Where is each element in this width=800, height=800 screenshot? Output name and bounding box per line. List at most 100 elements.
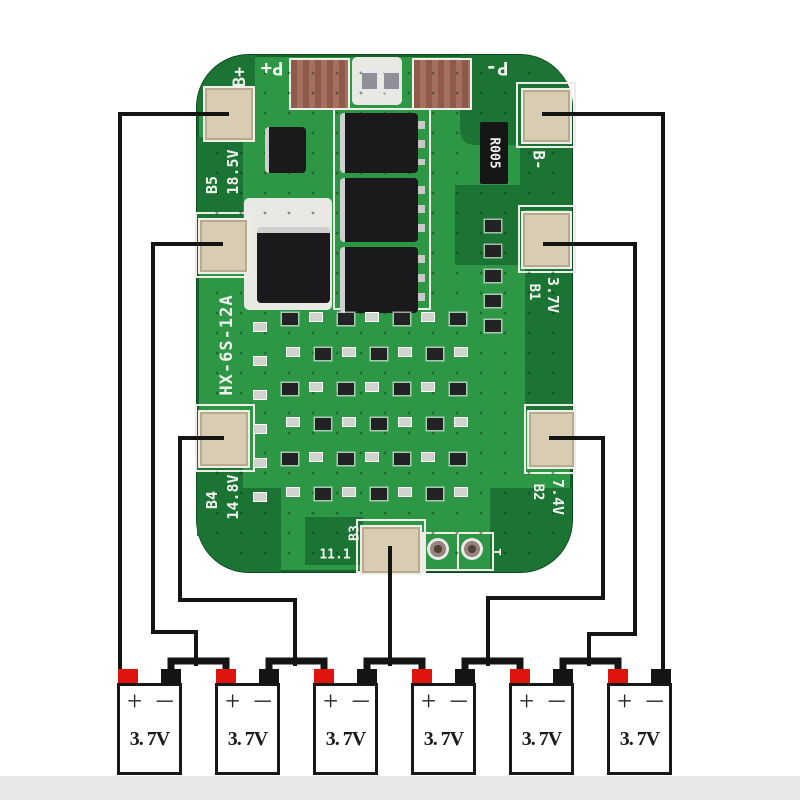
pad-b-plus	[205, 88, 253, 140]
b5-voltage-label: 18.5V	[224, 149, 242, 195]
smd-chip	[310, 453, 322, 461]
bms-board: R005 B+ P+ P- B5 18.5V B4 14.8V HX-6S-12…	[195, 55, 576, 573]
smd-chip	[485, 270, 501, 282]
battery-voltage-label: 3. 7V	[325, 728, 366, 750]
battery4-negative-terminal	[455, 669, 475, 683]
smd-chip	[338, 453, 354, 465]
transistor	[265, 127, 306, 173]
smd-chip	[338, 383, 354, 395]
pad-b3	[362, 527, 420, 573]
battery-cell-6: +− 3. 7V	[607, 683, 672, 775]
battery-voltage-label: 3. 7V	[619, 728, 660, 750]
battery-minus-sign: −	[448, 686, 469, 716]
pad-b4	[200, 412, 248, 466]
smd-chip	[254, 357, 266, 365]
battery4-positive-terminal	[412, 669, 432, 683]
smd-chip	[450, 453, 466, 465]
battery-plus-sign: +	[225, 686, 241, 716]
smd-chip	[450, 313, 466, 325]
battery-voltage-label: 3. 7V	[521, 728, 562, 750]
smd-chip	[394, 383, 410, 395]
smd-chip	[485, 320, 501, 332]
battery-plus-sign: +	[519, 686, 535, 716]
smd-chip	[455, 488, 467, 496]
mosfet-leads	[418, 255, 425, 305]
board-model-label: HX-6S-12A	[217, 294, 237, 396]
b-minus-label: B-	[529, 150, 549, 170]
mosfet-leads	[418, 121, 425, 165]
battery-plus-sign: +	[127, 686, 143, 716]
smd-strip	[254, 323, 276, 523]
mosfet-leads	[418, 186, 425, 234]
battery2-positive-terminal	[216, 669, 236, 683]
smd-chip	[450, 383, 466, 395]
series-link-5	[559, 657, 622, 680]
battery-cell-3: +− 3. 7V	[313, 683, 378, 775]
battery6-positive-terminal	[608, 669, 628, 683]
smd-chip	[366, 313, 378, 321]
battery-voltage-label: 3. 7V	[227, 728, 268, 750]
pad-b-minus	[523, 90, 570, 142]
b1-label: B1	[526, 283, 542, 301]
smd-chip	[394, 453, 410, 465]
battery-cell-4: +− 3. 7V	[411, 683, 476, 775]
b2-label: B2	[530, 483, 546, 501]
smd-chip	[282, 383, 298, 395]
p-plus-label: P+	[260, 57, 284, 79]
battery5-negative-terminal	[553, 669, 573, 683]
battery-voltage-label: 3. 7V	[423, 728, 464, 750]
smd-chip	[315, 418, 331, 430]
battery-plus-sign: +	[421, 686, 437, 716]
battery-minus-sign: −	[252, 686, 273, 716]
b3-voltage-label: 11.1	[319, 547, 351, 563]
battery-cell-1: +− 3. 7V	[117, 683, 182, 775]
battery2-negative-terminal	[259, 669, 279, 683]
battery-minus-sign: −	[644, 686, 665, 716]
p-minus-label: P-	[485, 57, 509, 79]
battery3-negative-terminal	[357, 669, 377, 683]
b2-voltage-label: 7.4V	[549, 478, 567, 516]
smd-strip	[485, 220, 507, 350]
smd-chip	[427, 348, 443, 360]
battery-plus-sign: +	[323, 686, 339, 716]
battery1-positive-terminal	[118, 669, 138, 683]
battery-plus-sign: +	[617, 686, 633, 716]
smd-chip	[422, 453, 434, 461]
series-link-2	[265, 657, 328, 680]
p-plus-solder-tab	[289, 58, 350, 110]
test-pad	[461, 538, 483, 560]
smd-chip	[422, 313, 434, 321]
capacitor	[362, 68, 377, 94]
smd-chip	[315, 348, 331, 360]
battery6-negative-terminal	[651, 669, 671, 683]
test-pad	[427, 538, 449, 560]
b1-voltage-label: 3.7V	[544, 276, 562, 314]
smd-chip	[394, 313, 410, 325]
pad-b5	[200, 220, 247, 272]
b5-label: B5	[203, 175, 221, 195]
smd-chip	[315, 488, 331, 500]
battery3-positive-terminal	[314, 669, 334, 683]
smd-chip	[485, 245, 501, 257]
mosfet	[340, 178, 425, 242]
smd-chip	[485, 295, 501, 307]
capacitor	[384, 68, 399, 94]
battery1-negative-terminal	[161, 669, 181, 683]
smd-chip	[485, 220, 501, 232]
series-link-1	[167, 657, 230, 680]
pad-b1	[523, 213, 570, 267]
smd-chip	[282, 313, 298, 325]
battery-minus-sign: −	[154, 686, 175, 716]
battery-cell-2: +− 3. 7V	[215, 683, 280, 775]
smd-chip	[254, 459, 266, 467]
copper-zone	[305, 517, 363, 565]
battery-voltage-label: 3. 7V	[129, 728, 170, 750]
temp-pad-label: T	[489, 548, 503, 556]
smd-chip	[310, 383, 322, 391]
battery-cell-5: +− 3. 7V	[509, 683, 574, 775]
smd-chip	[371, 418, 387, 430]
smd-chip	[371, 488, 387, 500]
mosfet	[257, 227, 330, 303]
smd-chip	[343, 488, 355, 496]
